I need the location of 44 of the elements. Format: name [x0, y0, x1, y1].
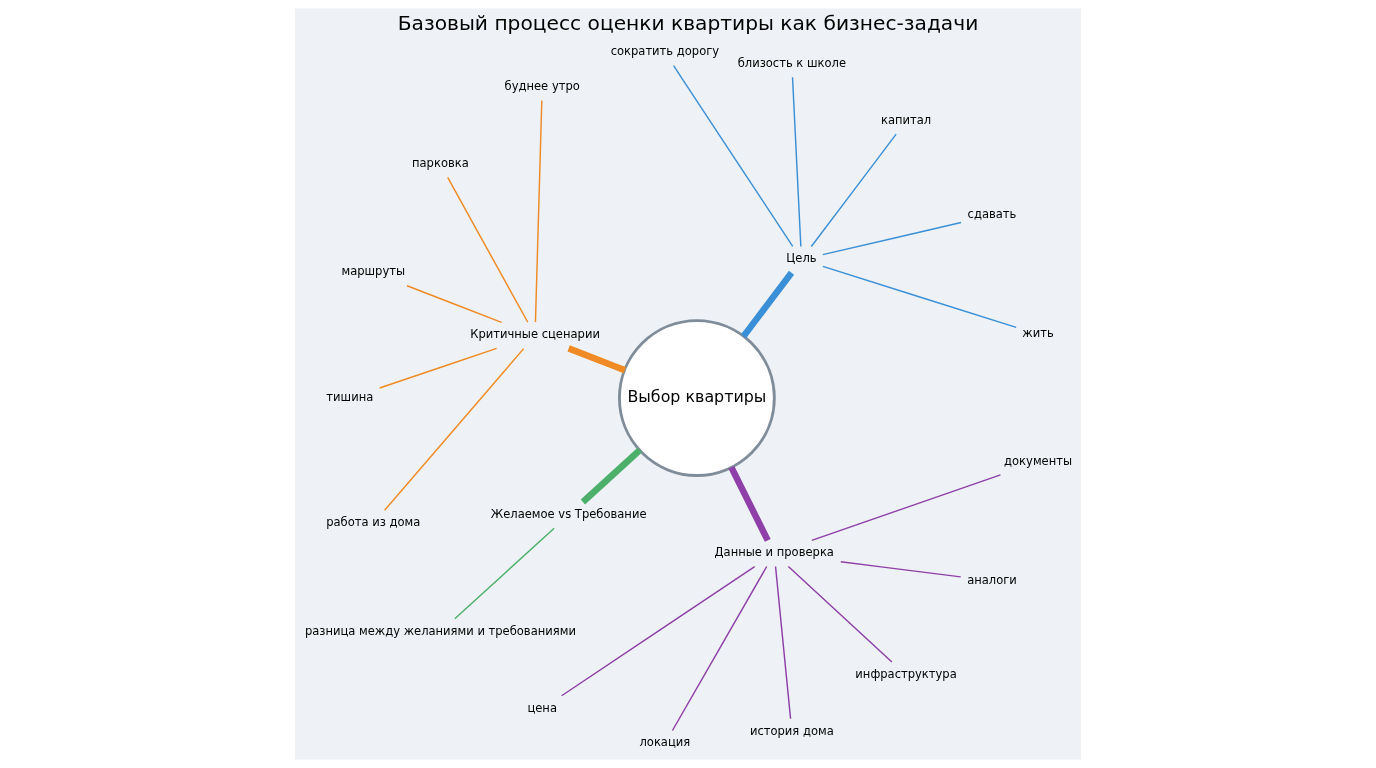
connector — [580, 447, 642, 505]
node-text: аналоги — [967, 572, 1017, 587]
node-text: близость к школе — [737, 55, 847, 70]
connector — [822, 265, 1017, 329]
node-text: капитал — [880, 112, 932, 127]
connector — [774, 565, 792, 720]
connector — [672, 64, 794, 248]
node-text: парковка — [412, 155, 469, 170]
node-text: локация — [639, 735, 691, 750]
connector — [671, 565, 768, 732]
connector — [787, 565, 893, 663]
node-text: Желаемое vs Требование — [490, 506, 647, 521]
connector — [840, 561, 962, 578]
node-text: работа из дома — [326, 515, 421, 530]
node-text: Критичные сценарии — [470, 327, 600, 342]
diagram-title: Базовый процесс оценки квартиры как бизнес-задачи — [397, 11, 979, 36]
connector — [406, 285, 503, 324]
connector — [811, 474, 1002, 542]
node-text: инфраструктура — [855, 666, 957, 681]
connector — [740, 270, 795, 339]
node-circle: Выбор квартиры — [617, 319, 776, 477]
connector — [454, 527, 555, 620]
connector — [446, 176, 529, 323]
node-text: Данные и проверка — [714, 545, 834, 560]
node-text: история дома — [749, 723, 834, 738]
node-text: тишина — [326, 389, 374, 404]
node-text: цена — [527, 700, 557, 715]
connector — [378, 347, 498, 389]
connector — [383, 347, 525, 511]
connector — [728, 465, 771, 542]
connector — [810, 133, 897, 248]
node-text: документы — [1004, 453, 1073, 468]
node-text: буднее утро — [504, 79, 580, 94]
node-text: разница между желаниями и требованиями — [304, 623, 576, 638]
connector — [567, 345, 626, 374]
connector — [534, 99, 543, 323]
node-text: жить — [1022, 326, 1054, 341]
node-text: сократить дорогу — [610, 44, 720, 59]
connector — [560, 565, 756, 697]
node-text: маршруты — [341, 264, 406, 279]
connector — [791, 76, 802, 248]
connector — [822, 221, 962, 256]
node-text: Цель — [786, 251, 817, 266]
node-text: сдавать — [967, 207, 1017, 222]
